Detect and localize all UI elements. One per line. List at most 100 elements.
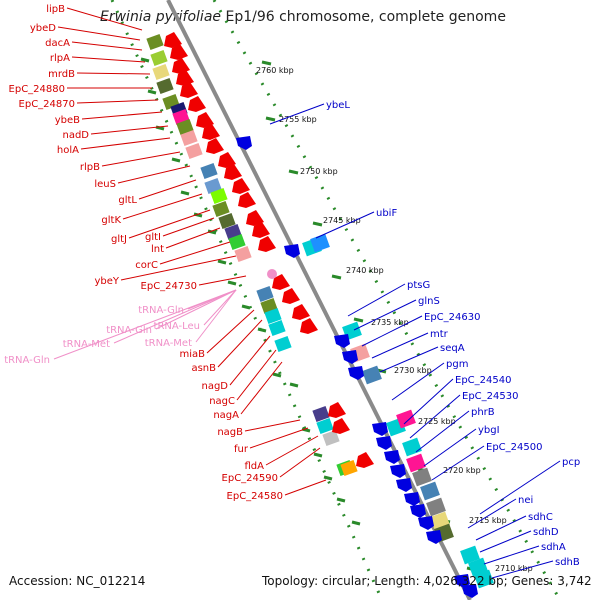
left-tick-11 xyxy=(257,327,267,333)
forward-gene-arrow-15 xyxy=(252,222,270,238)
forward-gene-arrow-7 xyxy=(196,112,214,128)
left-gene-label-26: nagB xyxy=(217,427,243,438)
right-gene-label-14: pcp xyxy=(562,457,580,468)
feature-box-right-10 xyxy=(412,467,432,487)
forward-gene-arrow-11 xyxy=(224,164,242,180)
forward-gene-arrow-23 xyxy=(356,452,374,468)
left-label-line-7 xyxy=(76,99,159,104)
reverse-gene-arrow-14 xyxy=(454,574,470,588)
scale-label-10: 2715 kbp xyxy=(469,516,507,525)
feature-box-right-12 xyxy=(426,497,446,517)
feature-box-24 xyxy=(312,405,330,423)
left-tick-7 xyxy=(207,229,217,235)
right-label-line-15 xyxy=(467,498,517,529)
left-label-line-16 xyxy=(162,217,215,237)
scale-tick-5 xyxy=(331,274,342,280)
reverse-gene-arrow-13 xyxy=(426,530,442,544)
feature-box-right-11 xyxy=(420,481,440,501)
feature-box-4 xyxy=(156,77,174,95)
trna-marker xyxy=(267,269,277,279)
right-label-line-9 xyxy=(403,378,454,425)
left-gene-label-21: miaB xyxy=(179,349,205,360)
right-label-line-18 xyxy=(483,545,540,565)
forward-gene-arrow-8 xyxy=(202,124,220,140)
left-label-line-15 xyxy=(128,209,211,239)
left-gene-label-20: EpC_24730 xyxy=(141,281,197,292)
feature-box-12 xyxy=(204,177,222,195)
tick-track-1 xyxy=(110,0,384,600)
left-gene-label-23: nagD xyxy=(201,381,228,392)
trna-label-line-6 xyxy=(53,289,237,360)
left-tick-8 xyxy=(217,259,227,265)
right-label-line-11 xyxy=(415,410,470,453)
feature-box-26 xyxy=(322,429,340,447)
left-tick-15 xyxy=(313,452,323,458)
left-tick-1 xyxy=(140,57,150,63)
left-gene-label-27: fur xyxy=(234,444,249,455)
left-label-line-18 xyxy=(159,241,231,265)
reverse-gene-arrow-9 xyxy=(396,478,412,492)
right-label-line-7 xyxy=(379,346,439,373)
left-gene-label-12: leuS xyxy=(94,179,116,190)
reverse-gene-arrow-11 xyxy=(410,504,426,518)
left-gene-label-10: holA xyxy=(57,145,79,156)
backbone-line xyxy=(166,0,472,600)
reverse-gene-arrow-12 xyxy=(418,516,434,530)
feature-box-17 xyxy=(228,233,246,251)
left-tick-18 xyxy=(351,520,361,526)
left-tick-13 xyxy=(289,382,299,388)
left-label-line-29 xyxy=(279,447,321,478)
left-label-line-24 xyxy=(236,349,277,401)
right-gene-label-11: phrB xyxy=(471,407,495,418)
reverse-gene-arrow-8 xyxy=(390,464,406,478)
feature-box-right-5 xyxy=(362,365,382,385)
scale-tick-6 xyxy=(353,317,364,323)
left-gene-label-29: EpC_24590 xyxy=(222,473,278,484)
left-tick-2 xyxy=(147,89,157,95)
right-gene-label-7: seqA xyxy=(440,343,465,354)
reverse-gene-arrow-2 xyxy=(334,334,350,348)
left-tick-5 xyxy=(180,190,190,196)
feature-box-19 xyxy=(256,285,274,303)
left-tick-16 xyxy=(323,475,333,481)
genome-summary-text: Topology: circular; Length: 4,026,322 bp… xyxy=(262,574,592,588)
scale-tick-3 xyxy=(288,169,299,175)
left-label-line-3 xyxy=(71,41,143,51)
left-label-line-22 xyxy=(217,319,263,368)
reverse-gene-arrow-1 xyxy=(284,244,300,258)
left-gene-label-17: lnt xyxy=(151,244,164,255)
feature-box-18 xyxy=(234,245,252,263)
scale-tick-2 xyxy=(265,116,276,122)
left-gene-label-6: EpC_24880 xyxy=(9,84,65,95)
forward-gene-arrow-16 xyxy=(258,236,276,252)
left-label-line-30 xyxy=(284,479,327,496)
forward-gene-arrow-6 xyxy=(188,96,206,112)
left-label-line-26 xyxy=(244,419,301,432)
feature-box-9 xyxy=(180,129,198,147)
left-tick-4 xyxy=(171,157,181,163)
right-gene-label-18: sdhA xyxy=(541,542,566,553)
feature-box-28 xyxy=(340,459,358,477)
left-label-line-4 xyxy=(71,56,146,63)
forward-gene-arrow-4 xyxy=(176,70,194,86)
right-label-line-14 xyxy=(479,460,561,515)
left-tick-9 xyxy=(227,280,237,286)
feature-box-22 xyxy=(268,319,286,337)
left-gene-label-8: ybeB xyxy=(55,115,80,126)
feature-box-right-7 xyxy=(396,409,416,429)
reverse-gene-arrow-3 xyxy=(342,350,358,364)
feature-box-23 xyxy=(274,335,292,353)
left-gene-label-24: nagC xyxy=(209,396,235,407)
forward-gene-arrow-13 xyxy=(238,192,256,208)
feature-box-25 xyxy=(316,417,334,435)
left-gene-label-30: EpC_24580 xyxy=(227,491,283,502)
reverse-gene-arrow-7 xyxy=(384,450,400,464)
left-gene-label-3: dacA xyxy=(45,38,70,49)
right-gene-label-6: mtr xyxy=(430,329,449,340)
left-label-line-28 xyxy=(265,435,319,466)
scale-label-7: 2730 kbp xyxy=(394,366,432,375)
left-gene-label-4: rlpA xyxy=(50,53,70,64)
reverse-gene-arrow-4 xyxy=(348,366,364,380)
reverse-gene-arrow-15 xyxy=(462,584,478,598)
